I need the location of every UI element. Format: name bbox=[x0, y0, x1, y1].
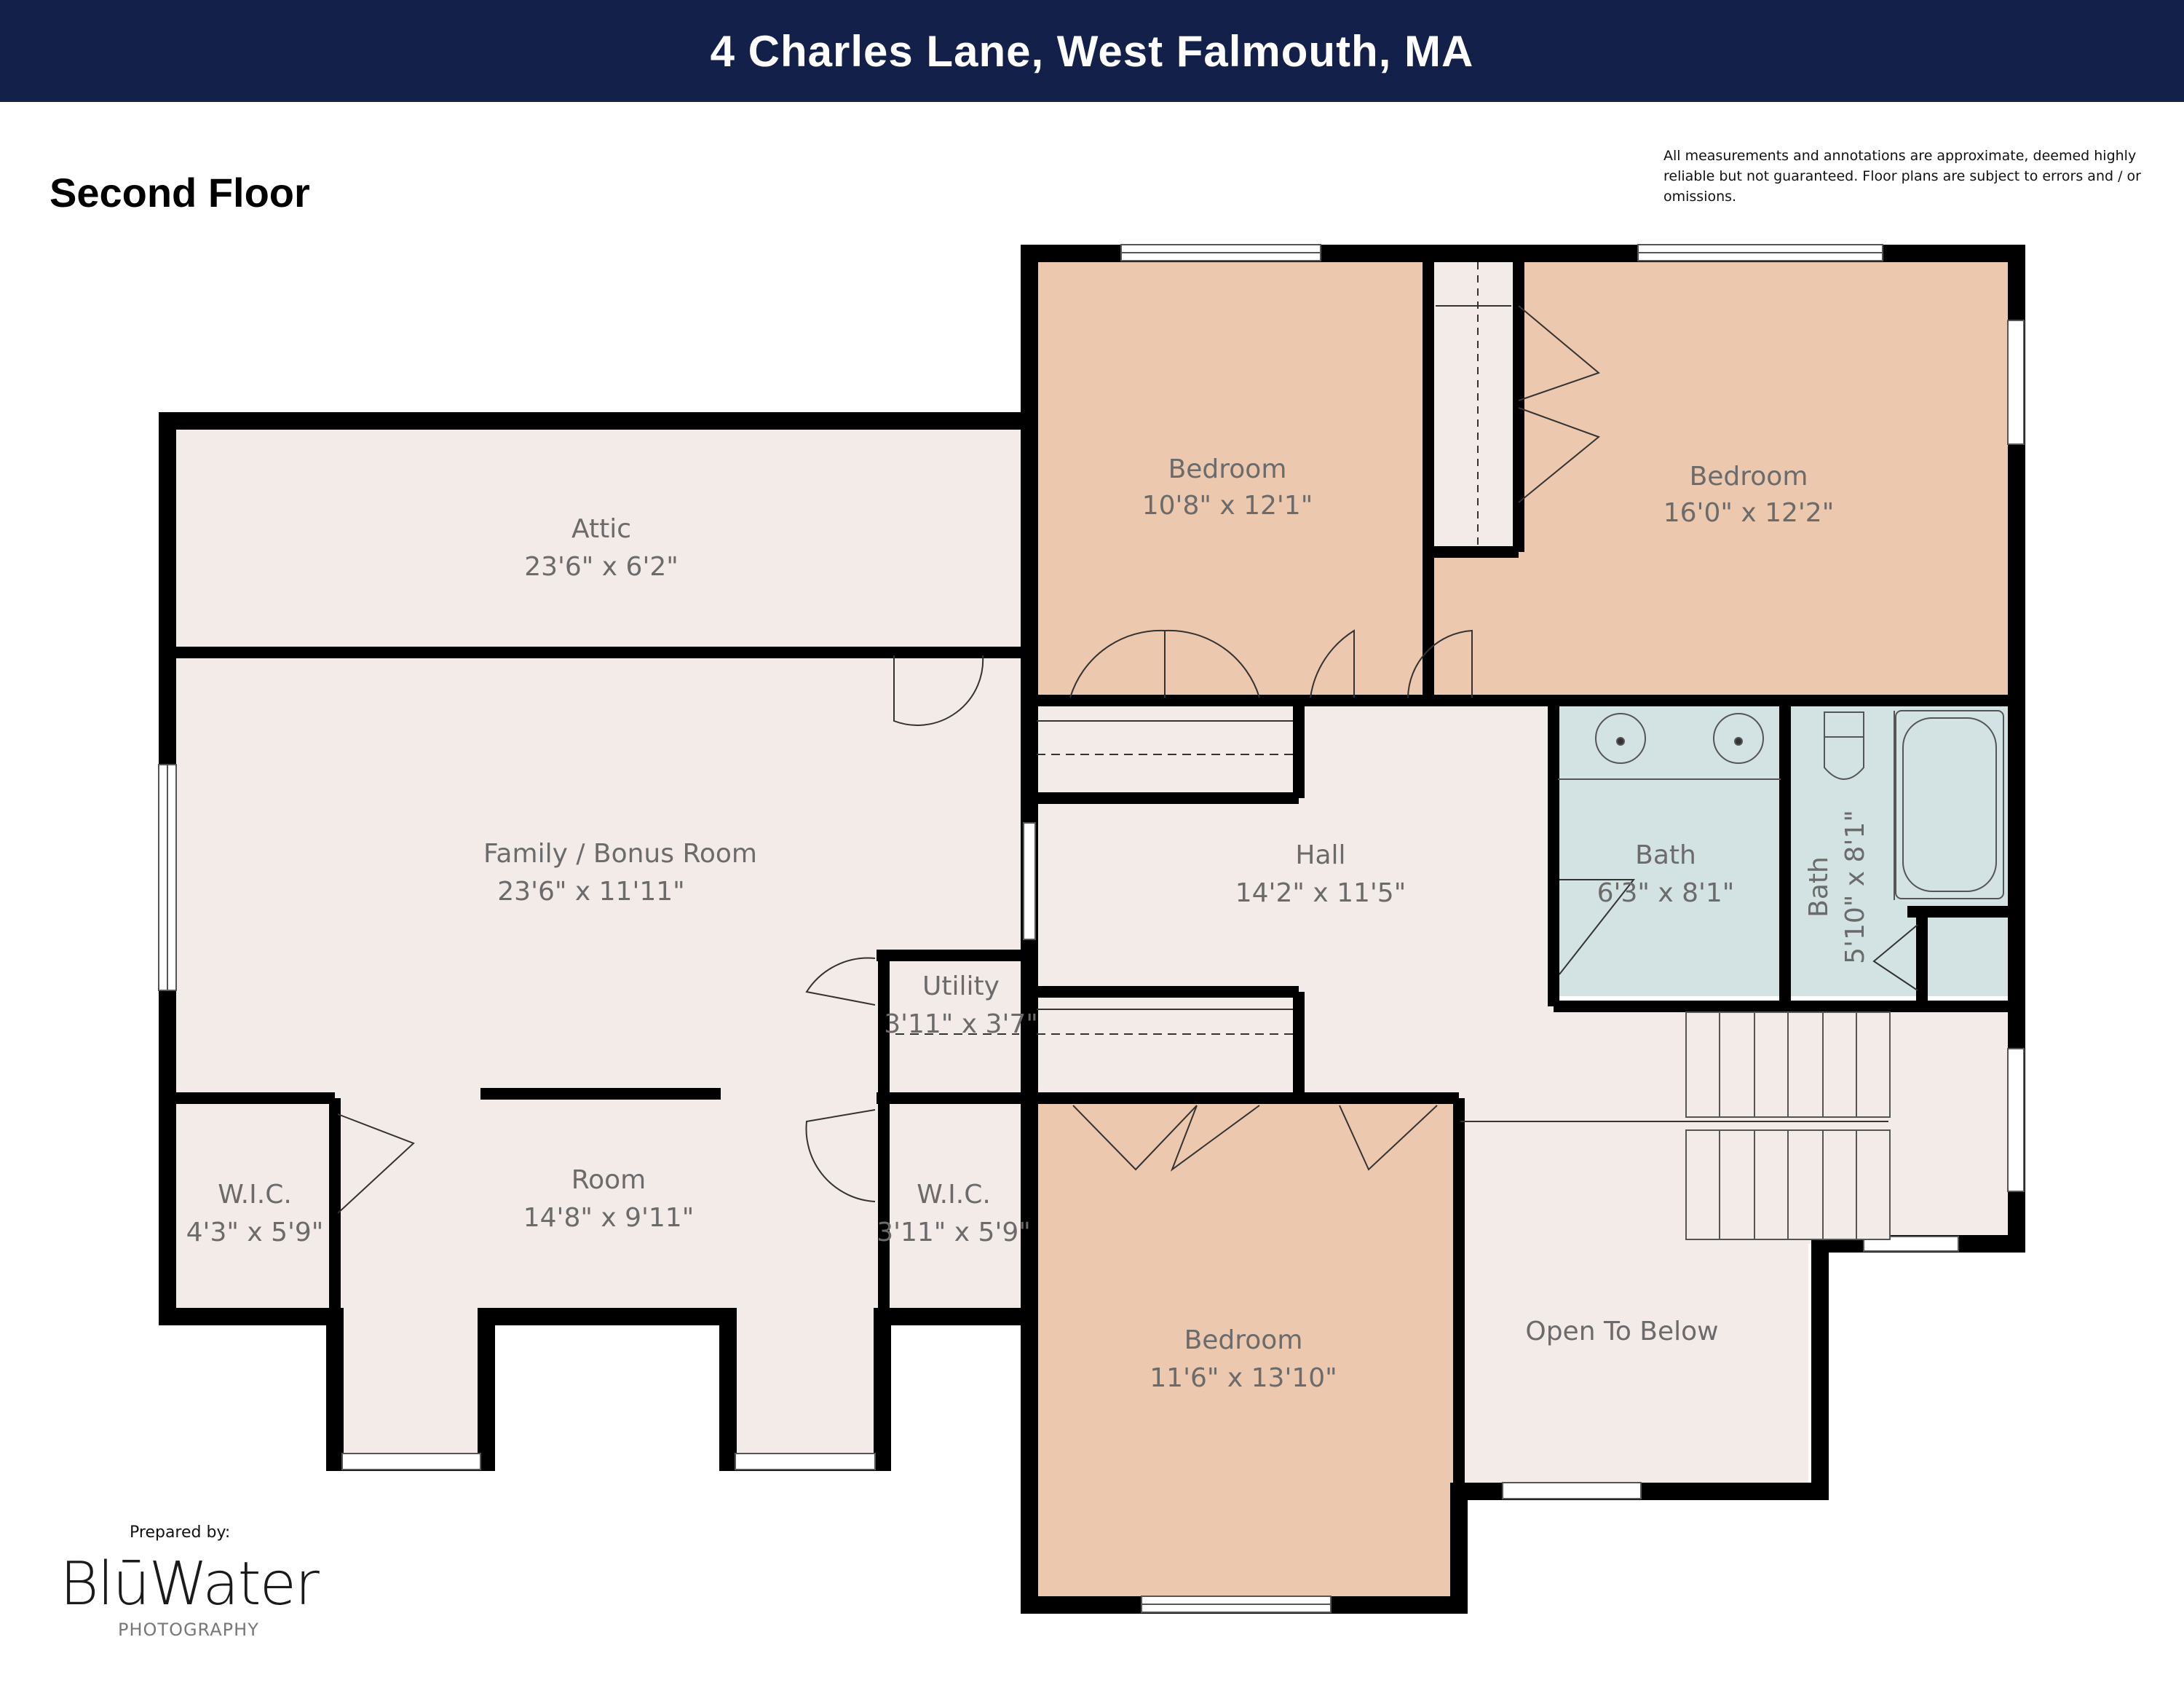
closet-shelves bbox=[895, 262, 1888, 1122]
bedroom1-area bbox=[1029, 253, 1428, 701]
bedroom3-area bbox=[1029, 1098, 1459, 1605]
bedroom2-area bbox=[1428, 253, 2017, 701]
utility-label: Utility bbox=[922, 971, 1000, 1001]
wic-right-area bbox=[890, 1098, 1029, 1317]
room-dims: 14'8" x 9'11" bbox=[523, 1203, 695, 1233]
bath2-area bbox=[1785, 701, 2017, 996]
bedroom2-dims: 16'0" x 12'2" bbox=[1663, 498, 1835, 528]
staircase bbox=[1685, 1011, 1891, 1240]
header-bar: 4 Charles Lane, West Falmouth, MA bbox=[0, 0, 2184, 102]
windows bbox=[158, 244, 2025, 1613]
room-label: Room bbox=[571, 1165, 646, 1195]
family-room-label: Family / Bonus Room bbox=[483, 839, 757, 869]
bedroom3-label: Bedroom bbox=[1184, 1325, 1303, 1355]
hall-area bbox=[1029, 701, 1554, 1098]
bath2-dims: 5'10" x 8'1" bbox=[1840, 810, 1870, 964]
bedroom3-dims: 11'6" x 13'10" bbox=[1150, 1363, 1337, 1393]
bath1-label: Bath bbox=[1635, 840, 1696, 870]
wic2-dims: 3'11" x 5'9" bbox=[877, 1218, 1031, 1247]
disclaimer-text: All measurements and annotations are app… bbox=[1663, 148, 2141, 205]
wic1-label: W.I.C. bbox=[218, 1180, 292, 1210]
bedroom2-label: Bedroom bbox=[1690, 462, 1808, 492]
attic-label: Attic bbox=[571, 514, 631, 544]
bedroom1-dims: 10'8" x 12'1" bbox=[1142, 491, 1313, 521]
bath2-label: Bath bbox=[1804, 856, 1834, 918]
interior-walls bbox=[167, 253, 2017, 1605]
prepared-by-label: Prepared by: bbox=[130, 1523, 231, 1542]
logo-wordmark: BlūWater bbox=[60, 1550, 320, 1619]
room-labels: Attic 23'6" x 6'2" Bedroom 10'8" x 12'1"… bbox=[186, 454, 1870, 1393]
wic2-label: W.I.C. bbox=[917, 1180, 991, 1210]
room-bump-right bbox=[721, 1311, 890, 1462]
room-area bbox=[329, 1098, 890, 1318]
wic1-dims: 4'3" x 5'9" bbox=[186, 1218, 324, 1247]
family-room-dims: 23'6" x 11'11" bbox=[497, 877, 684, 907]
wic-left-area bbox=[165, 1098, 329, 1317]
bluwater-logo: BlūWater PHOTOGRAPHY bbox=[60, 1550, 320, 1640]
utility-dims: 3'11" x 3'7" bbox=[884, 1009, 1038, 1039]
hall-dims: 14'2" x 11'5" bbox=[1235, 878, 1406, 908]
bedroom1-label: Bedroom bbox=[1168, 454, 1287, 484]
logo-subtitle: PHOTOGRAPHY bbox=[118, 1620, 259, 1640]
attic-dims: 23'6" x 6'2" bbox=[524, 552, 678, 582]
property-address: 4 Charles Lane, West Falmouth, MA bbox=[710, 26, 1474, 76]
room-bump-left bbox=[329, 1311, 489, 1462]
bath-fixtures bbox=[1558, 710, 2004, 900]
hall-label: Hall bbox=[1295, 840, 1345, 870]
attic-area bbox=[165, 419, 1029, 654]
doors bbox=[337, 305, 1918, 1214]
bath1-dims: 6'3" x 8'1" bbox=[1597, 878, 1735, 908]
bath1-area bbox=[1554, 701, 1785, 996]
open-to-below-label: Open To Below bbox=[1525, 1317, 1718, 1346]
closet-strip bbox=[1428, 253, 1519, 552]
floor-title: Second Floor bbox=[50, 170, 310, 216]
